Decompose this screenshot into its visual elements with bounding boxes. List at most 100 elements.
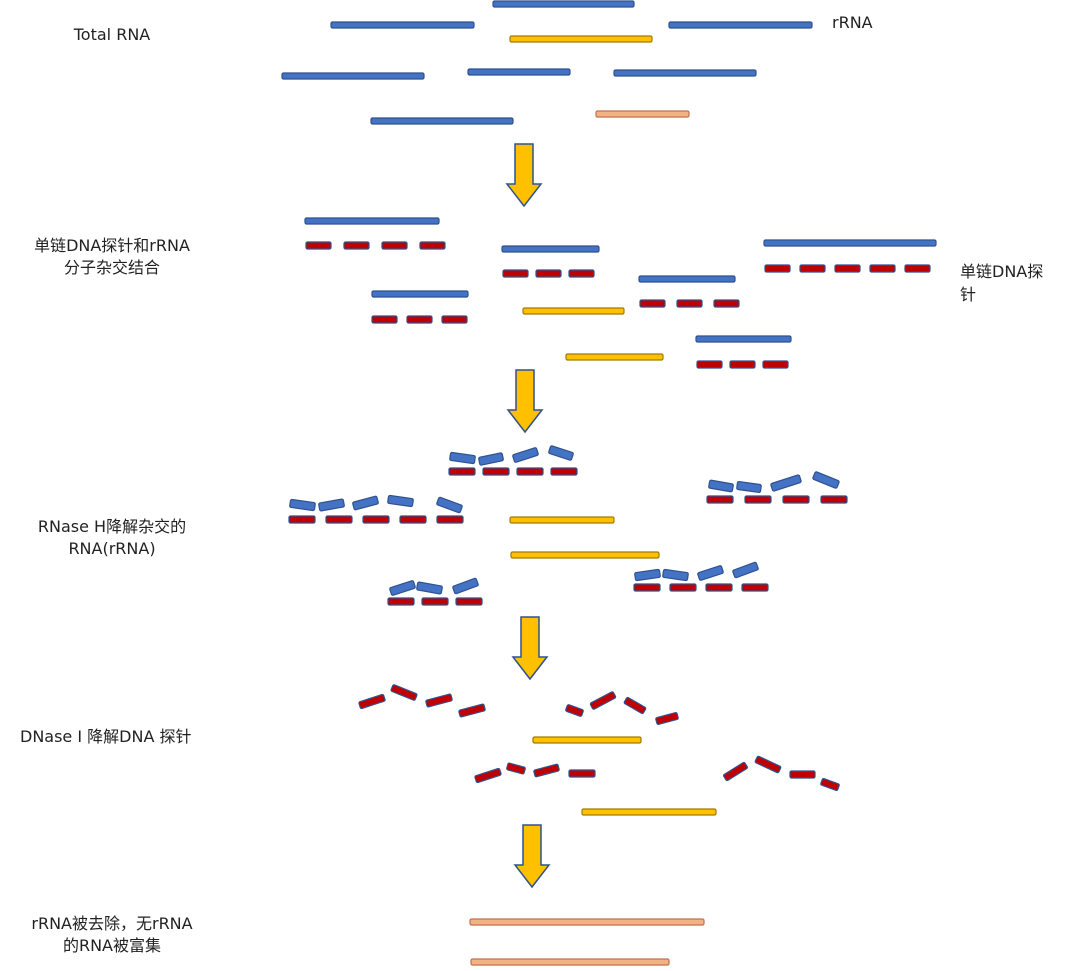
dna-probe-segment (436, 515, 464, 524)
mrna-strand (522, 307, 625, 315)
rrna-fragment (634, 568, 661, 582)
dna-probe-segment (458, 703, 486, 718)
rrna-fragment (352, 495, 379, 511)
dna-probe-segment (390, 684, 418, 701)
rrna-strand (668, 21, 813, 29)
dna-probe-segment (754, 755, 782, 774)
rrna-strand (371, 290, 469, 298)
rrna-fragment (478, 452, 504, 466)
dna-probe-segment (421, 597, 449, 606)
rrna-strand (370, 117, 514, 125)
rrna-fragment (708, 479, 734, 493)
mrna-strand (509, 35, 653, 43)
process-arrow (513, 824, 551, 889)
dna-probe-segment (448, 467, 476, 476)
dna-probe-segment (455, 597, 483, 606)
dna-probe-segment (820, 495, 848, 504)
dna-probe-segment (474, 767, 502, 784)
rrna-fragment (436, 496, 463, 514)
label-step4-line1: rRNA被去除，无rRNA (31, 914, 193, 933)
dna-probe-segment (723, 761, 748, 782)
dna-probe-segment (789, 770, 816, 779)
label-total-rna: Total RNA (73, 25, 151, 44)
rrna-fragment (449, 451, 476, 465)
dna-probe-segment (550, 467, 578, 476)
dna-probe-segment (387, 597, 415, 606)
rrna-fragment (452, 577, 479, 595)
rrna-strand (304, 217, 440, 225)
enriched-rna-strand (470, 958, 670, 966)
dna-probe-segment (705, 583, 733, 592)
rrna-strand (763, 239, 937, 247)
dna-probe-segment (696, 360, 723, 369)
label-probe-line1: 单链DNA探 (960, 262, 1044, 281)
rrna-fragment (812, 471, 840, 489)
dna-probe-segment (406, 315, 433, 324)
process-arrow (505, 143, 543, 208)
label-step4-line2: 的RNA被富集 (62, 936, 162, 955)
rrna-fragment (662, 568, 689, 582)
dna-probe-segment (325, 515, 353, 524)
mrna-strand (509, 516, 615, 524)
dna-probe-segment (506, 762, 526, 775)
label-step1-line1: 单链DNA探针和rRNA (34, 236, 190, 255)
rrna-fragment (512, 447, 539, 463)
dna-probe-segment (655, 712, 679, 725)
dna-probe-segment (589, 691, 617, 710)
dna-probe-segment (568, 269, 595, 278)
rrna-strand (501, 245, 600, 253)
dna-probe-segment (639, 299, 666, 308)
rrna-strand (613, 69, 757, 77)
dna-probe-segment (362, 515, 390, 524)
rrna-strand (492, 0, 635, 8)
dna-probe-segment (482, 467, 510, 476)
dna-probe-segment (343, 241, 370, 250)
dna-probe-segment (764, 264, 791, 273)
label-rrna: rRNA (832, 13, 873, 32)
rrna-fragment (736, 480, 762, 494)
dna-probe-segment (782, 495, 810, 504)
dna-probe-segment (713, 299, 740, 308)
dna-probe-segment (381, 241, 408, 250)
dna-probe-segment (288, 515, 316, 524)
dna-probe-segment (441, 315, 468, 324)
enriched-rna-strand (595, 110, 690, 118)
rrna-fragment (732, 561, 759, 579)
dna-probe-segment (533, 763, 560, 778)
dna-probe-segment (676, 299, 703, 308)
rrna-strand (281, 72, 425, 80)
label-step2-line2: RNA(rRNA) (68, 539, 156, 558)
rrna-fragment (697, 565, 724, 581)
label-step3: DNase I 降解DNA 探针 (20, 727, 192, 746)
process-arrow (506, 369, 544, 434)
process-arrow (511, 616, 549, 681)
dna-probe-segment (568, 769, 596, 778)
dna-probe-segment (419, 241, 446, 250)
rrna-fragment (770, 474, 802, 492)
rrna-strand (695, 335, 792, 343)
dna-probe-segment (371, 315, 398, 324)
dna-probe-segment (706, 495, 734, 504)
label-step2-line1: RNase H降解杂交的 (37, 517, 187, 536)
mrna-strand (581, 808, 717, 816)
label-probe-line2: 针 (960, 285, 977, 304)
dna-probe-segment (305, 241, 332, 250)
rrna-strand (467, 68, 571, 76)
dna-probe-segment (623, 696, 647, 715)
dna-probe-segment (516, 467, 544, 476)
dna-probe-segment (535, 269, 562, 278)
rrna-fragment (548, 445, 574, 461)
dna-probe-segment (669, 583, 697, 592)
dna-probe-segment (799, 264, 826, 273)
rrna-fragment (416, 581, 443, 595)
dna-probe-segment (502, 269, 529, 278)
dna-probe-segment (869, 264, 896, 273)
dna-probe-segment (565, 704, 584, 717)
label-step1-line2: 分子杂交结合 (63, 258, 160, 277)
dna-probe-segment (904, 264, 931, 273)
mrna-strand (532, 736, 642, 744)
dna-probe-segment (425, 693, 453, 708)
dna-probe-segment (762, 360, 789, 369)
enriched-rna-strand (469, 918, 705, 926)
